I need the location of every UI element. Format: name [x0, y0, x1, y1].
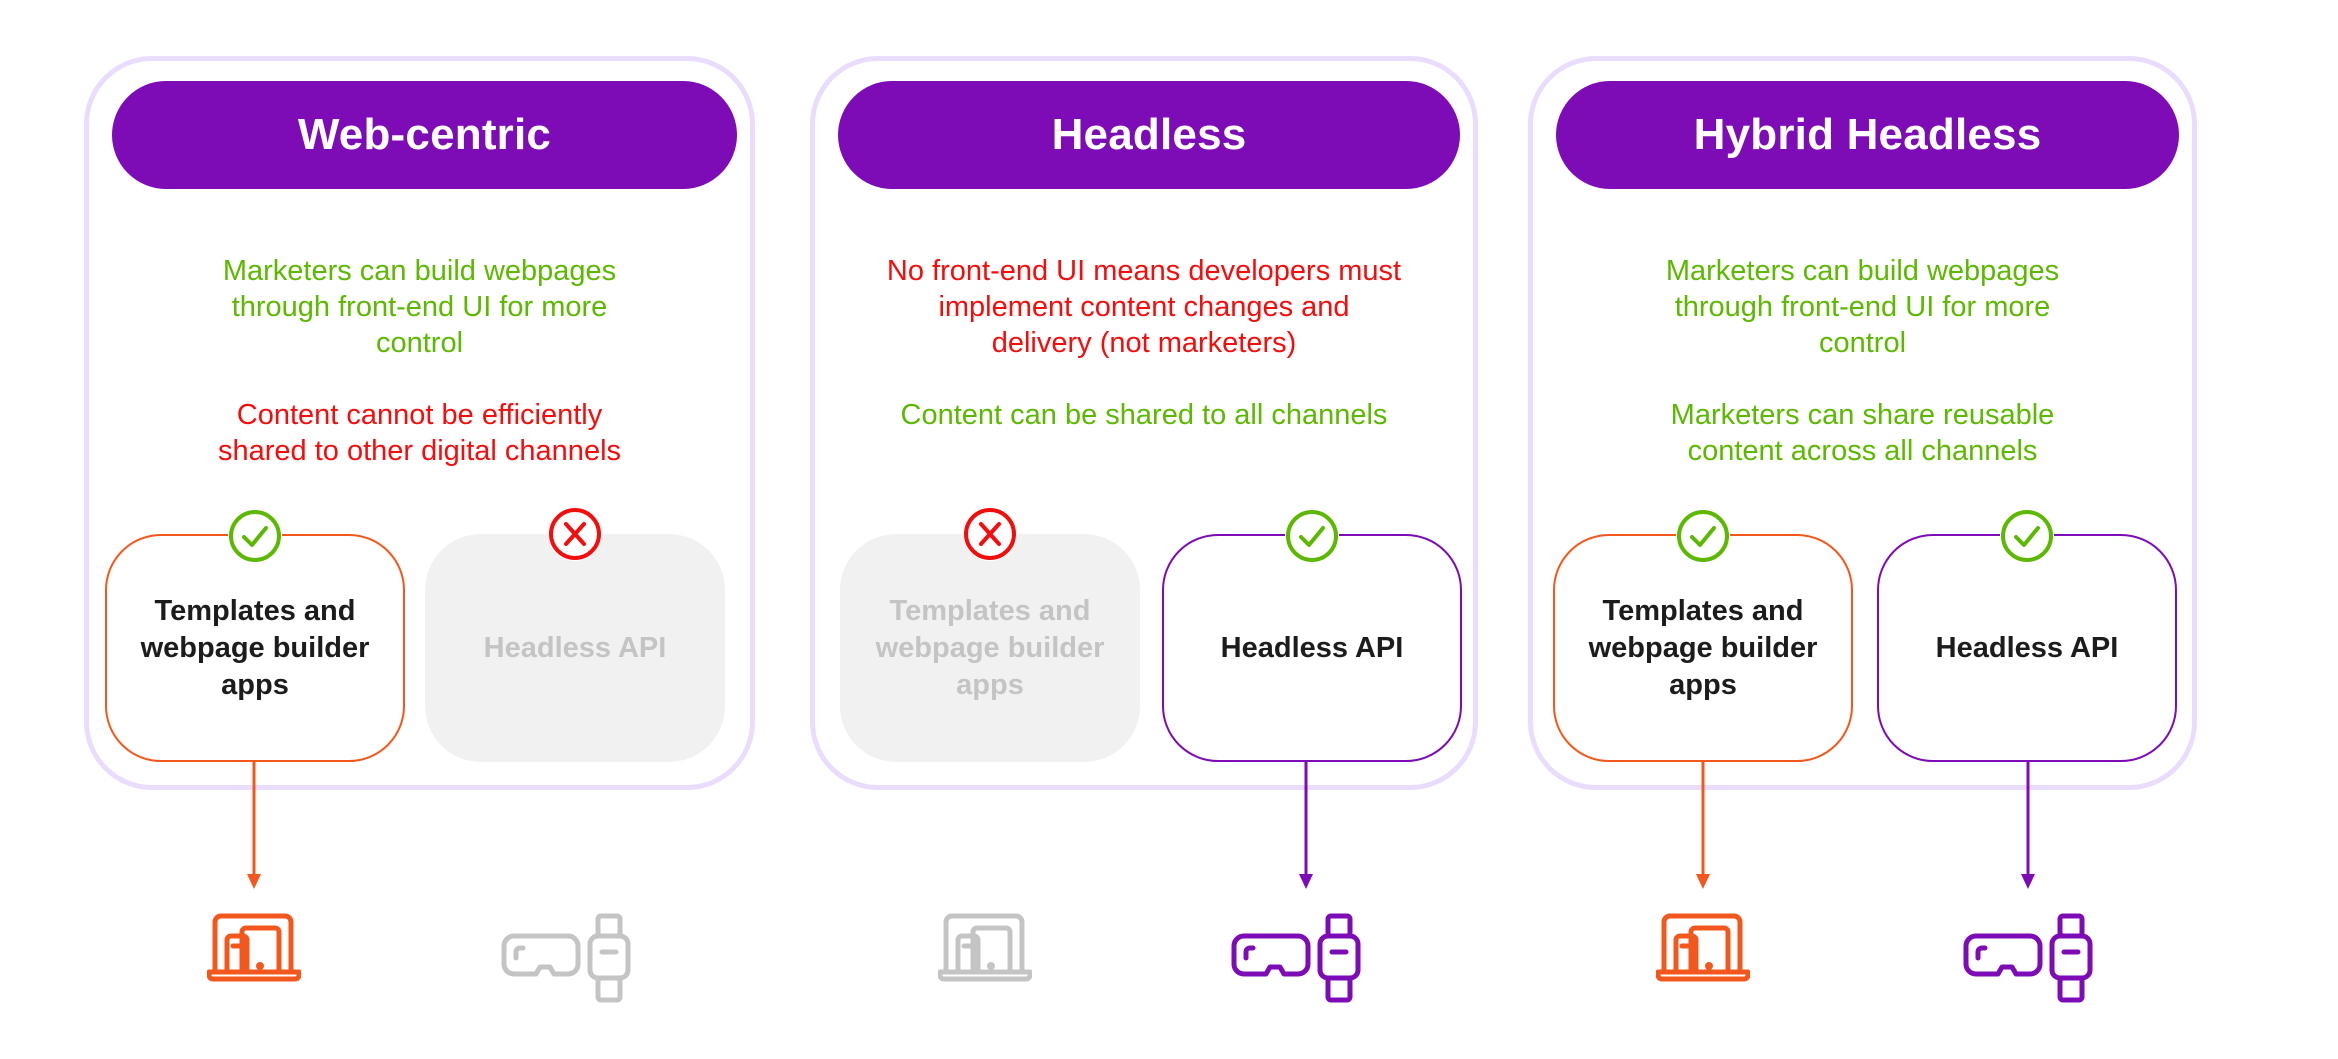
box-label: Headless API	[1220, 631, 1404, 664]
column-hybrid-headless: Hybrid Headless Marketers can build webp…	[1528, 56, 2197, 790]
box-label: Headless API	[1935, 631, 2119, 664]
pro-point: Content can be shared to all channels	[900, 399, 1388, 431]
column-headless: Headless No front-end UI means developer…	[810, 56, 1478, 790]
templates-builder-box: Templates and webpage builder apps	[1553, 509, 1853, 762]
templates-builder-box: Templates and webpage builder apps	[105, 509, 405, 762]
vr-headset-smartwatch-icon	[1962, 912, 2102, 1009]
x-icon	[963, 507, 1017, 561]
column-title: Headless	[838, 81, 1460, 189]
column-description: No front-end UI means developers must im…	[835, 253, 1453, 469]
box-label: Templates and webpage builder apps	[140, 594, 370, 701]
pro-point: Marketers can build webpages through fro…	[1665, 255, 2060, 359]
column-web-centric: Web-centric Marketers can build webpages…	[84, 56, 755, 790]
vr-headset-smartwatch-icon	[1230, 912, 1370, 1009]
headless-api-box: Headless API	[1162, 509, 1462, 762]
laptop-tablet-phone-icon	[937, 912, 1033, 987]
con-point: No front-end UI means developers must im…	[886, 255, 1402, 359]
check-icon	[2000, 509, 2054, 563]
check-icon	[228, 509, 282, 563]
box-label: Templates and webpage builder apps	[875, 594, 1105, 701]
headless-api-box: Headless API	[1877, 509, 2177, 762]
column-title: Hybrid Headless	[1556, 81, 2179, 189]
pro-point: Marketers can share reusable content acr…	[1670, 399, 2055, 467]
check-icon	[1676, 509, 1730, 563]
pro-point: Marketers can build webpages through fro…	[222, 255, 617, 359]
column-description: Marketers can build webpages through fro…	[109, 253, 730, 505]
laptop-tablet-phone-icon	[1655, 912, 1751, 987]
con-point: Content cannot be efficiently shared to …	[217, 399, 622, 467]
box-label: Templates and webpage builder apps	[1588, 594, 1818, 701]
headless-api-box: Headless API	[425, 507, 725, 762]
column-description: Marketers can build webpages through fro…	[1553, 253, 2172, 505]
box-label: Headless API	[483, 631, 667, 664]
vr-headset-smartwatch-icon	[500, 912, 640, 1009]
check-icon	[1285, 509, 1339, 563]
laptop-tablet-phone-icon	[206, 912, 302, 987]
column-title: Web-centric	[112, 81, 737, 189]
templates-builder-box: Templates and webpage builder apps	[840, 507, 1140, 762]
x-icon	[548, 507, 602, 561]
